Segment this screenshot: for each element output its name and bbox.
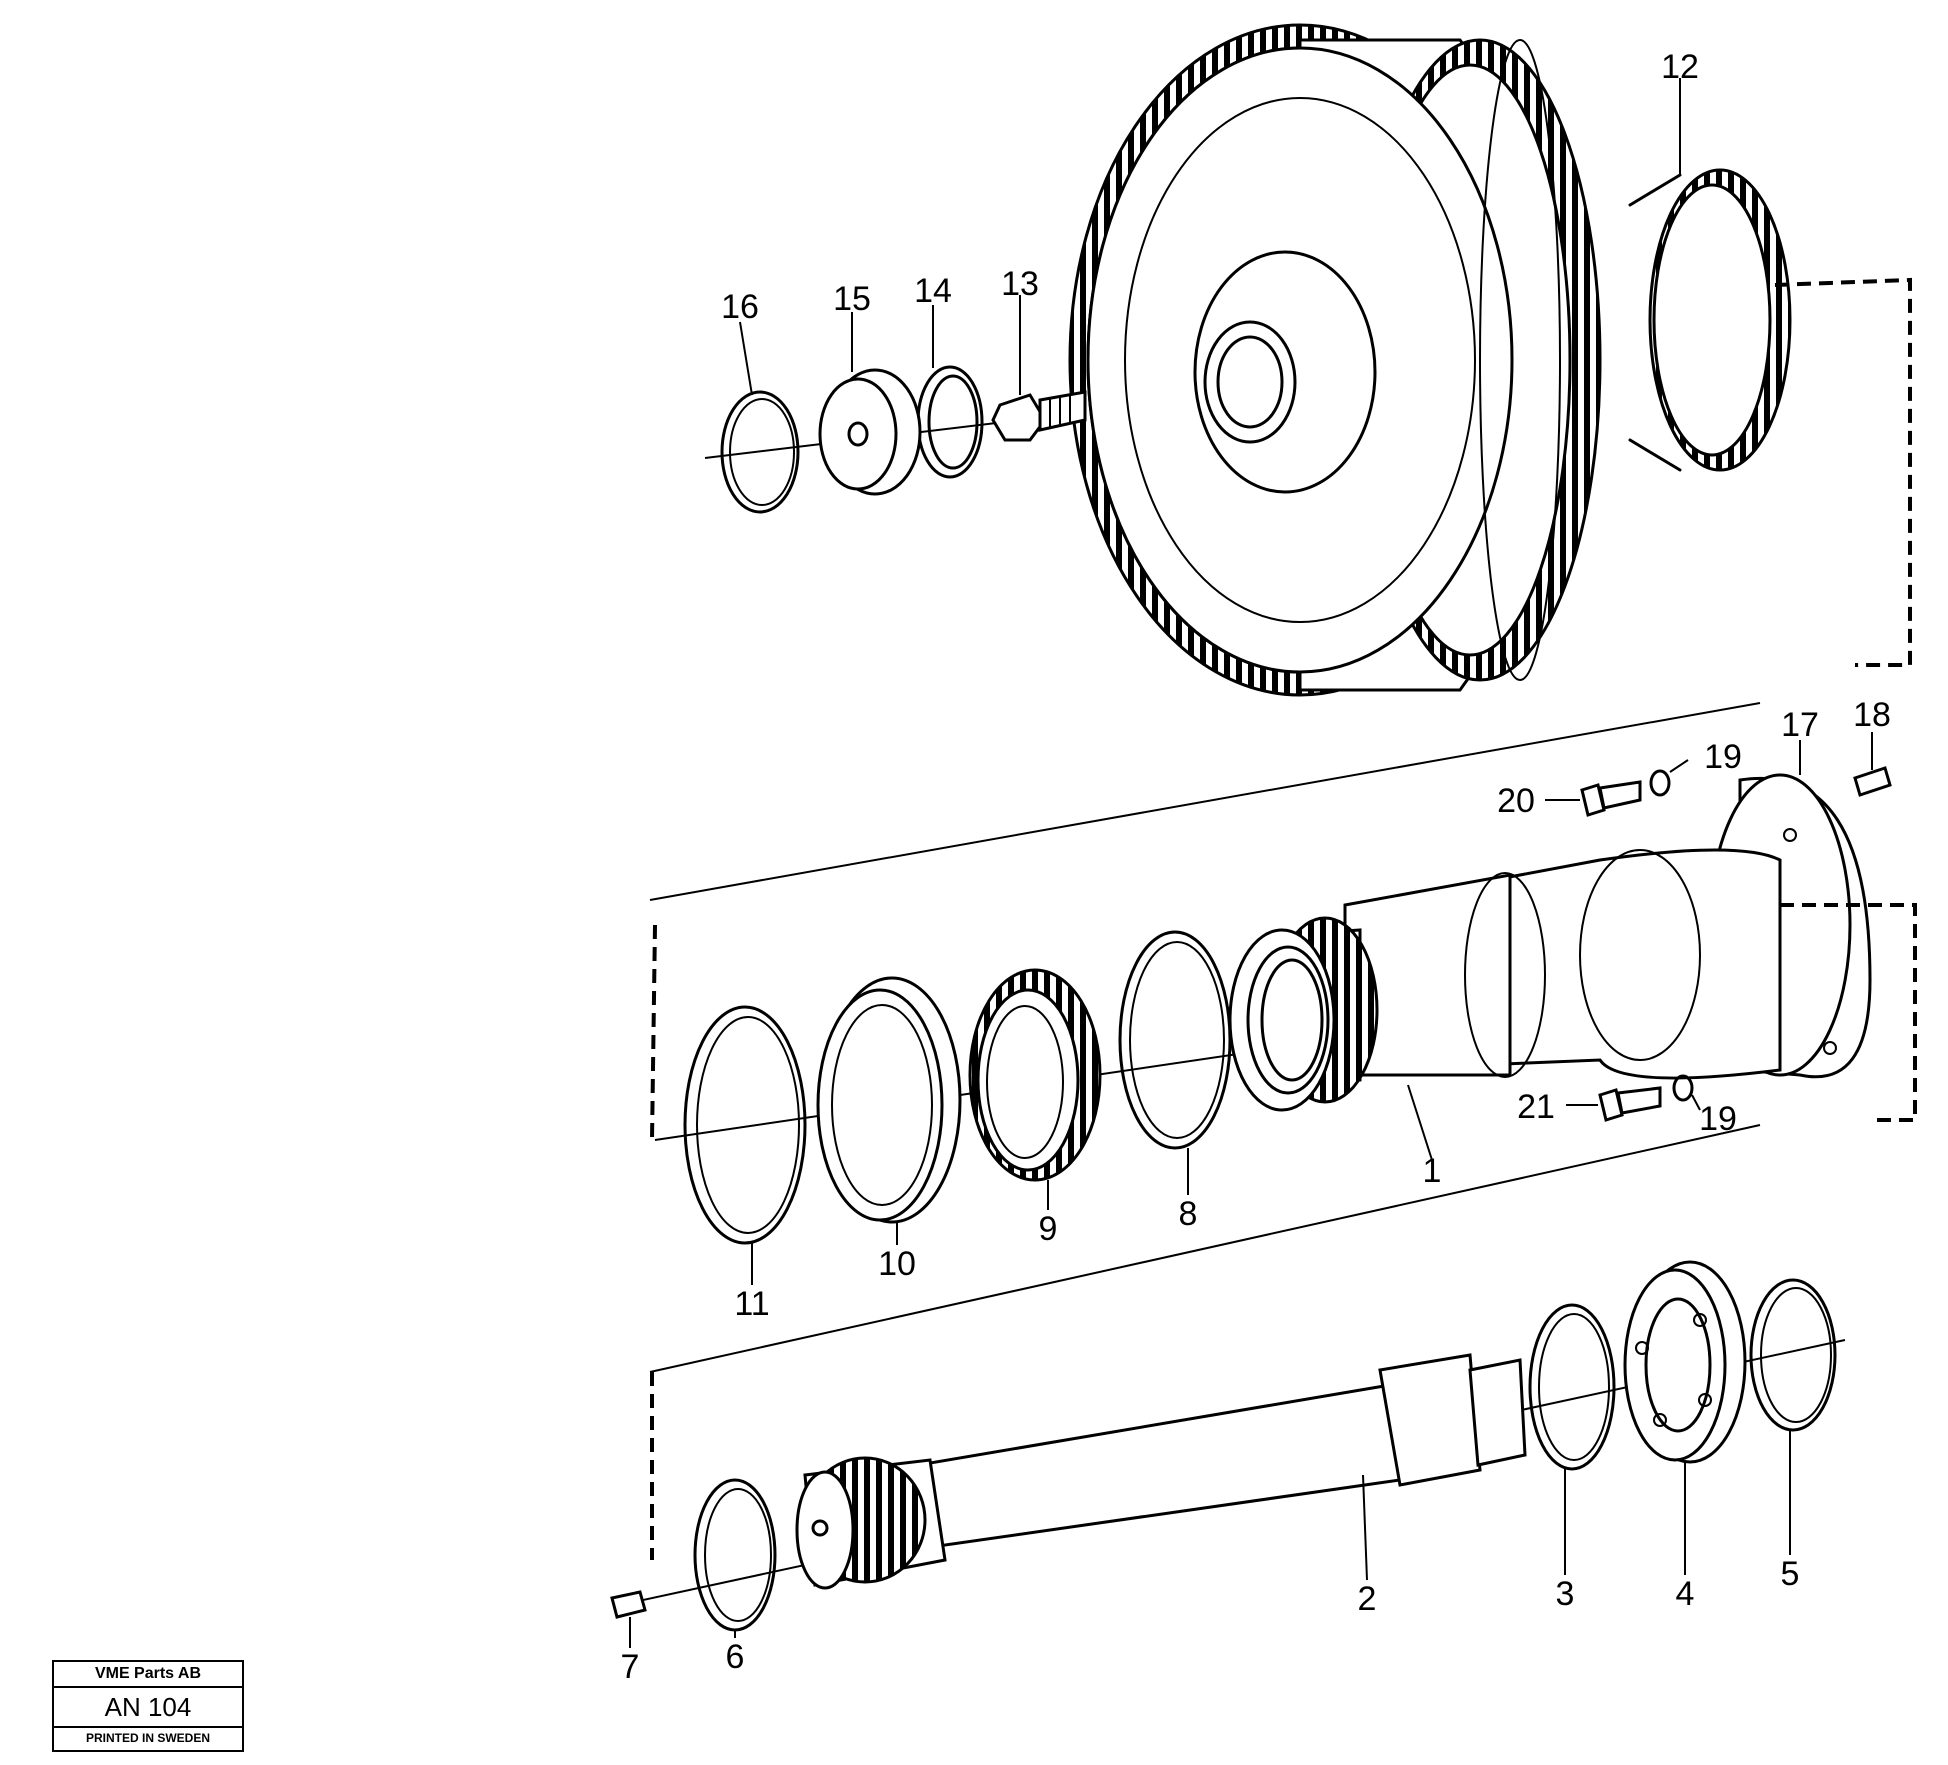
callout-2: 2 xyxy=(1358,1580,1377,1618)
part-6-circlip xyxy=(693,1478,777,1632)
callout-21: 21 xyxy=(1517,1088,1555,1126)
part-3-ring xyxy=(1528,1303,1616,1471)
part-5-circlip xyxy=(1749,1278,1837,1432)
part-14-o-ring xyxy=(916,365,984,479)
part-21-bolt xyxy=(1598,1086,1662,1122)
part-13-bolt xyxy=(991,390,1087,442)
housing-assembly xyxy=(654,773,1872,1141)
callout-5: 5 xyxy=(1781,1555,1800,1593)
callout-7: 7 xyxy=(621,1648,640,1686)
part-15-seal xyxy=(818,368,922,496)
callout-20: 20 xyxy=(1497,782,1535,820)
stamp-company: VME Parts AB xyxy=(54,1662,242,1688)
stamp-code: AN 104 xyxy=(54,1688,242,1728)
callout-3: 3 xyxy=(1556,1575,1575,1613)
callout-8: 8 xyxy=(1179,1195,1198,1233)
document-stamp: VME Parts AB AN 104 PRINTED IN SWEDEN xyxy=(52,1660,244,1752)
part-11-o-ring xyxy=(683,1005,807,1245)
callout-17: 17 xyxy=(1781,706,1819,744)
part-7-pin xyxy=(610,1590,647,1619)
callout-15: 15 xyxy=(833,280,871,318)
callout-18: 18 xyxy=(1853,696,1891,734)
callout-4: 4 xyxy=(1676,1575,1695,1613)
part-18-pin xyxy=(1853,766,1892,797)
part-19-washer-top xyxy=(1649,769,1671,797)
callout-10: 10 xyxy=(878,1245,916,1283)
callout-1: 1 xyxy=(1423,1152,1442,1190)
part-9-toothed-ring xyxy=(968,968,1102,1182)
part-4-bearing xyxy=(1623,1260,1747,1464)
stamp-printed: PRINTED IN SWEDEN xyxy=(85,1731,210,1745)
callout-19-top: 19 xyxy=(1704,738,1742,776)
gear-drum-assembly xyxy=(704,23,1792,697)
callout-12: 12 xyxy=(1661,48,1699,86)
part-16-circlip xyxy=(720,390,800,514)
callout-16: 16 xyxy=(721,288,759,326)
part-8-o-ring xyxy=(1118,930,1232,1150)
callout-14: 14 xyxy=(914,272,952,310)
callout-6: 6 xyxy=(726,1638,745,1676)
part-10-ring xyxy=(816,976,962,1224)
callout-13: 13 xyxy=(1001,265,1039,303)
callout-11: 11 xyxy=(734,1285,769,1323)
callout-19-bottom: 19 xyxy=(1699,1100,1737,1138)
part-19-washer-bottom xyxy=(1672,1074,1694,1102)
callouts: 1 2 3 4 5 6 7 8 9 10 11 12 13 14 15 16 1 xyxy=(621,48,1891,1686)
callout-9: 9 xyxy=(1039,1210,1058,1248)
part-20-bolt xyxy=(1580,780,1642,817)
